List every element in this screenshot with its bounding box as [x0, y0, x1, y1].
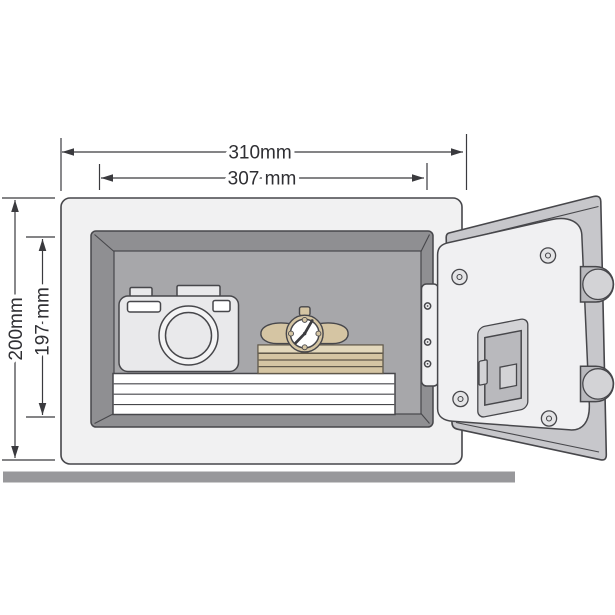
watch-hands [294, 319, 314, 345]
rivet [540, 410, 558, 427]
rivet-center [457, 395, 464, 403]
perspective-edge-bottom-right [420, 413, 430, 424]
rivet [451, 268, 468, 286]
dimension-inner-height: 197 mm [26, 236, 58, 418]
rivet-center [545, 415, 553, 422]
camera-lens [164, 311, 213, 360]
arrowhead-bottom [11, 446, 19, 458]
inner-height-label: 197 mm [33, 287, 54, 356]
camera-top-button [129, 286, 153, 298]
arrowhead-top [38, 239, 47, 251]
open-door [436, 195, 615, 461]
lock-bolt-top-face [582, 268, 614, 301]
perspective-edge-top-right [420, 234, 430, 252]
rivet [539, 247, 557, 264]
book-stack [257, 344, 384, 375]
arrowhead-right [412, 174, 424, 182]
watch-marker-6 [301, 344, 308, 351]
dimension-outer-width: 310mm [60, 134, 468, 191]
rivet-center [456, 273, 463, 281]
arrowhead-left [62, 148, 74, 156]
door-rivets [451, 247, 558, 427]
outer-height-label: 200mm [6, 297, 27, 360]
hinge-plate [420, 283, 440, 387]
dimension-inner-width: 307 mm [98, 163, 428, 194]
lock-bolt-bottom-face [582, 368, 614, 400]
hinge-pin-dot [426, 362, 429, 365]
watch-marker-3 [315, 330, 322, 337]
watch-hand-pivot [303, 331, 307, 336]
watch-marker-12 [301, 316, 308, 323]
watch-marker-9 [288, 330, 294, 337]
arrowhead-top [11, 200, 19, 212]
document-stack [112, 372, 396, 416]
battery-cover-latch [478, 359, 488, 386]
hinge-strip [420, 283, 440, 387]
rivet-center [544, 252, 552, 259]
perspective-edge-bottom-left [94, 413, 115, 424]
watch-crown [298, 306, 311, 317]
arrowhead-left [101, 174, 113, 182]
camera-viewfinder [212, 299, 231, 313]
rivet [452, 390, 469, 408]
arrowhead-bottom [38, 403, 47, 415]
camera-top-housing [176, 284, 221, 298]
door-bottom-edge [455, 421, 600, 453]
inner-width-label: 307 mm [228, 169, 297, 190]
lock-bolts [579, 265, 615, 403]
camera-flash [126, 300, 162, 313]
camera [118, 284, 240, 373]
ground-bar [3, 471, 515, 483]
hinge-pin-dot [426, 341, 429, 343]
outer-width-label: 310mm [228, 143, 291, 164]
arrowhead-right [451, 148, 463, 156]
wristwatch [260, 306, 349, 353]
battery-cover-tab [499, 363, 518, 390]
book-top [257, 344, 384, 354]
dimension-outer-height: 200mm [2, 197, 55, 461]
perspective-edge-top-left [94, 234, 115, 252]
battery-compartment [477, 318, 529, 418]
hinge-pin-dot [426, 305, 429, 307]
